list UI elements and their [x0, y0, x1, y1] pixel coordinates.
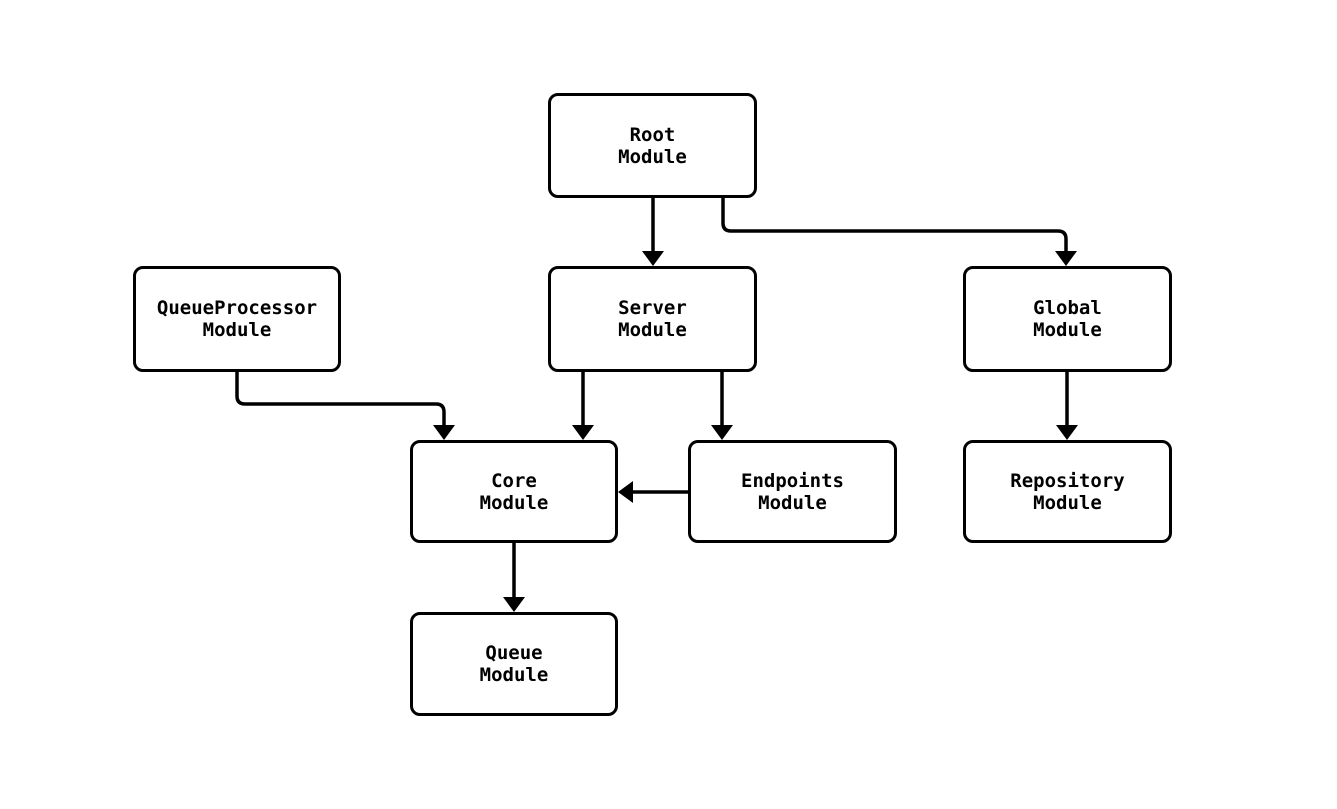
node-label-line: Endpoints [741, 469, 844, 492]
node-label-line: Module [618, 145, 687, 168]
edge-queue-processor-to-core [235, 372, 455, 440]
node-label-line: Module [1033, 491, 1102, 514]
edge-global-to-repository [1056, 372, 1078, 440]
node-label-line: Server [618, 297, 687, 319]
node-label-line: Module [479, 664, 549, 686]
node-label-line: Module [758, 491, 827, 514]
edge-server-to-core [572, 372, 594, 440]
node-label-line: QueueProcessor [156, 297, 318, 319]
edge-core-to-queue [503, 543, 525, 612]
node-label-line: Root [629, 123, 676, 146]
node-queue-module: Queue Module [410, 612, 618, 716]
node-label-line: Module [202, 319, 272, 341]
node-core-module: Core Module [410, 440, 618, 543]
node-label-line: Module [479, 491, 549, 514]
node-root-module: Root Module [548, 93, 757, 198]
node-queue-processor-module: QueueProcessor Module [133, 266, 341, 372]
node-label-line: Queue [485, 642, 543, 664]
node-label-line: Repository [1010, 469, 1125, 492]
edge-root-to-server [642, 198, 664, 266]
node-label-line: Core [491, 469, 537, 492]
edge-root-to-global [721, 198, 1077, 266]
node-label-line: Module [618, 319, 687, 341]
node-server-module: Server Module [548, 266, 757, 372]
node-label-line: Module [1033, 319, 1102, 341]
node-endpoints-module: Endpoints Module [688, 440, 897, 543]
edge-endpoints-to-core [618, 481, 688, 503]
node-label-line: Global [1033, 297, 1102, 319]
node-repository-module: Repository Module [963, 440, 1172, 543]
node-global-module: Global Module [963, 266, 1172, 372]
edge-server-to-endpoints [711, 372, 733, 440]
